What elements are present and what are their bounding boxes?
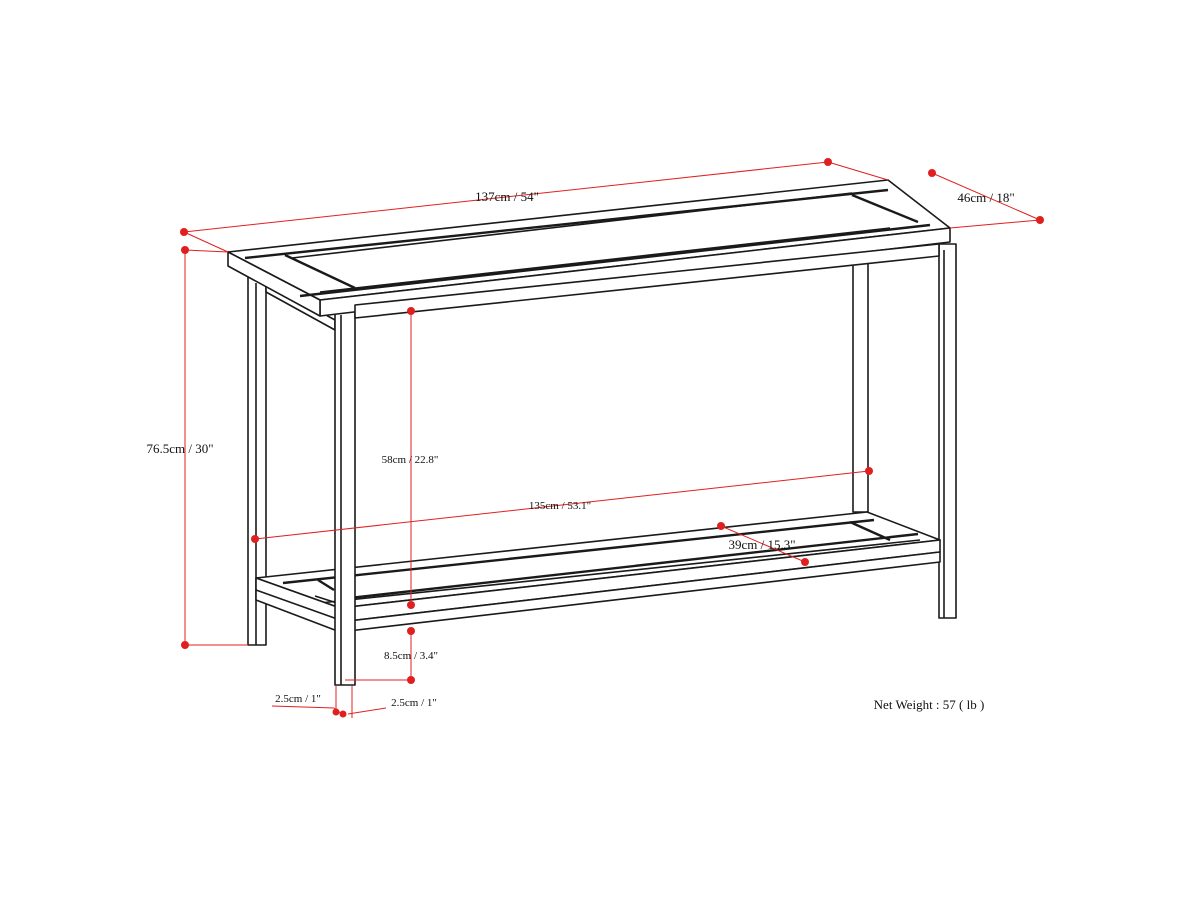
leg-dot-b bbox=[339, 710, 347, 718]
clearance-dot-bottom bbox=[407, 601, 415, 609]
shelf-depth-label: 39cm / 15.3" bbox=[728, 537, 795, 552]
front-left-leg bbox=[334, 309, 356, 686]
overall-height-label: 76.5cm / 30" bbox=[146, 441, 213, 456]
leg-width-label: 2.5cm / 1" bbox=[275, 693, 321, 705]
lower-shelf bbox=[255, 511, 941, 633]
overall-width-label: 137cm / 54" bbox=[475, 189, 539, 204]
shelf-width-label: 135cm / 53.1" bbox=[529, 500, 591, 512]
overall-depth-label: 46cm / 18" bbox=[957, 190, 1014, 205]
width-dot-right bbox=[824, 158, 832, 166]
height-dot-bottom bbox=[181, 641, 189, 649]
table-top bbox=[227, 179, 951, 319]
leg-dot-a bbox=[332, 708, 340, 716]
depth-dot-bottom bbox=[1036, 216, 1044, 224]
clearance-dot-top bbox=[407, 307, 415, 315]
shelf-depth-dot-bottom bbox=[801, 558, 809, 566]
shelf-width-dot-right bbox=[865, 467, 873, 475]
back-right-leg bbox=[852, 261, 869, 513]
height-dot-top bbox=[181, 246, 189, 254]
shelf-height-label: 8.5cm / 3.4" bbox=[384, 650, 438, 662]
clearance-label: 58cm / 22.8" bbox=[382, 454, 439, 466]
width-dot-left bbox=[180, 228, 188, 236]
shelf-height-dot-top bbox=[407, 627, 415, 635]
leg-depth-label: 2.5cm / 1" bbox=[391, 697, 437, 709]
dimension-labels: 137cm / 54" 46cm / 18" 76.5cm / 30" 58cm… bbox=[146, 189, 1014, 709]
net-weight-label: Net Weight : 57 ( lb ) bbox=[874, 697, 985, 712]
dimension-lines bbox=[180, 158, 1044, 718]
depth-dot-top bbox=[928, 169, 936, 177]
shelf-depth-dot-top bbox=[717, 522, 725, 530]
shelf-height-dot-bottom bbox=[407, 676, 415, 684]
console-table-drawing bbox=[227, 179, 957, 686]
shelf-width-dot-left bbox=[251, 535, 259, 543]
front-right-leg bbox=[938, 243, 957, 619]
